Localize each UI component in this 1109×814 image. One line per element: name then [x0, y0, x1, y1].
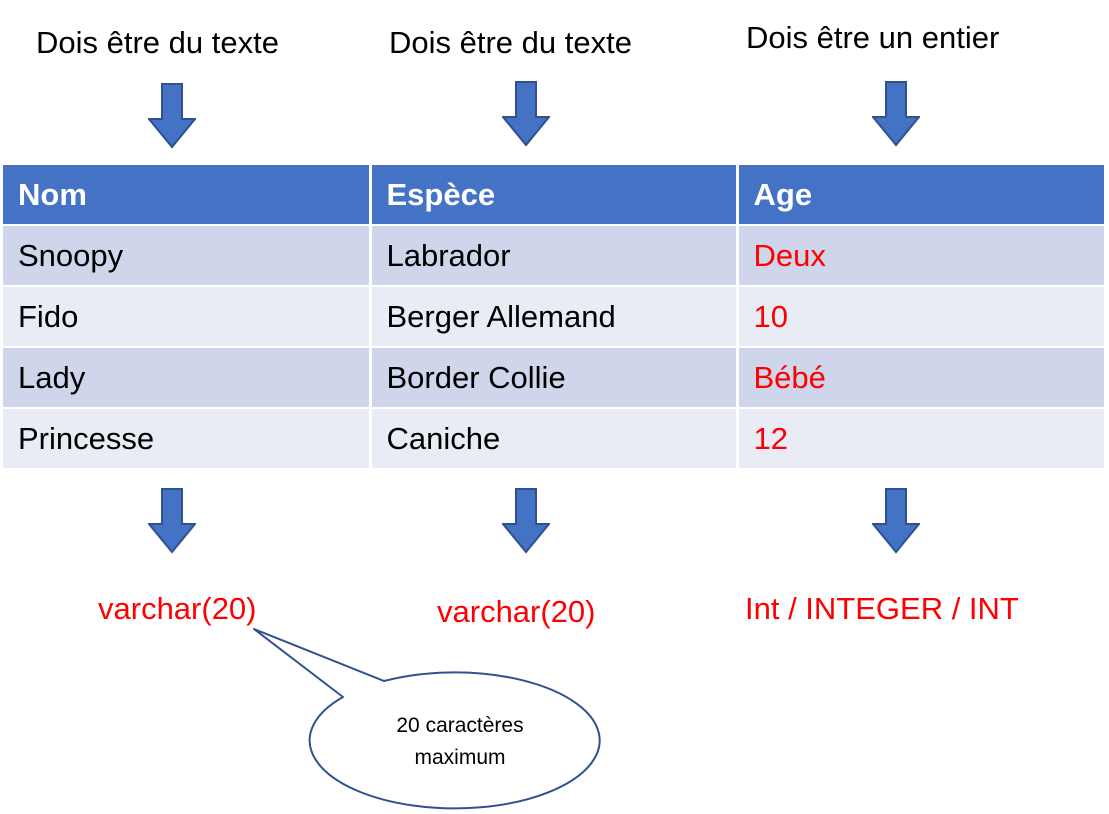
cell-nom: Princesse: [3, 408, 372, 470]
cell-nom: Snoopy: [3, 225, 372, 287]
column-constraint-label-2: Dois être du texte: [389, 25, 632, 60]
cell-espece: Caniche: [370, 408, 739, 470]
down-arrow-icon: [148, 83, 196, 149]
callout-line-2: maximum: [414, 746, 506, 769]
column-header-age: Age: [737, 165, 1104, 226]
table-row: Princesse Caniche 12: [3, 408, 1104, 470]
pets-table: Nom Espèce Age Snoopy Labrador Deux Fido…: [3, 165, 1104, 470]
down-arrow-icon: [148, 488, 196, 554]
data-type-label-3: Int / INTEGER / INT: [745, 591, 1019, 626]
cell-age: Bébé: [737, 347, 1104, 409]
table-header-row: Nom Espèce Age: [3, 165, 1104, 226]
down-arrow-icon: [872, 81, 920, 147]
cell-nom: Fido: [3, 286, 372, 348]
table-row: Lady Border Collie Bébé: [3, 347, 1104, 409]
table-row: Fido Berger Allemand 10: [3, 286, 1104, 348]
cell-age: 12: [737, 408, 1104, 470]
column-header-espece: Espèce: [370, 165, 739, 226]
data-type-label-1: varchar(20): [98, 591, 257, 626]
down-arrow-icon: [502, 488, 550, 554]
callout-text: 20 caractères maximum: [330, 710, 590, 774]
down-arrow-icon: [872, 488, 920, 554]
column-constraint-label-3: Dois être un entier: [746, 20, 1000, 55]
down-arrow-icon: [502, 81, 550, 147]
column-constraint-label-1: Dois être du texte: [36, 25, 279, 60]
table-row: Snoopy Labrador Deux: [3, 225, 1104, 287]
callout-line-1: 20 caractères: [396, 714, 524, 737]
cell-espece: Berger Allemand: [370, 286, 739, 348]
cell-age: 10: [737, 286, 1104, 348]
data-type-label-2: varchar(20): [437, 594, 596, 629]
column-header-nom: Nom: [3, 165, 372, 226]
cell-nom: Lady: [3, 347, 372, 409]
cell-age: Deux: [737, 225, 1104, 287]
cell-espece: Border Collie: [370, 347, 739, 409]
cell-espece: Labrador: [370, 225, 739, 287]
